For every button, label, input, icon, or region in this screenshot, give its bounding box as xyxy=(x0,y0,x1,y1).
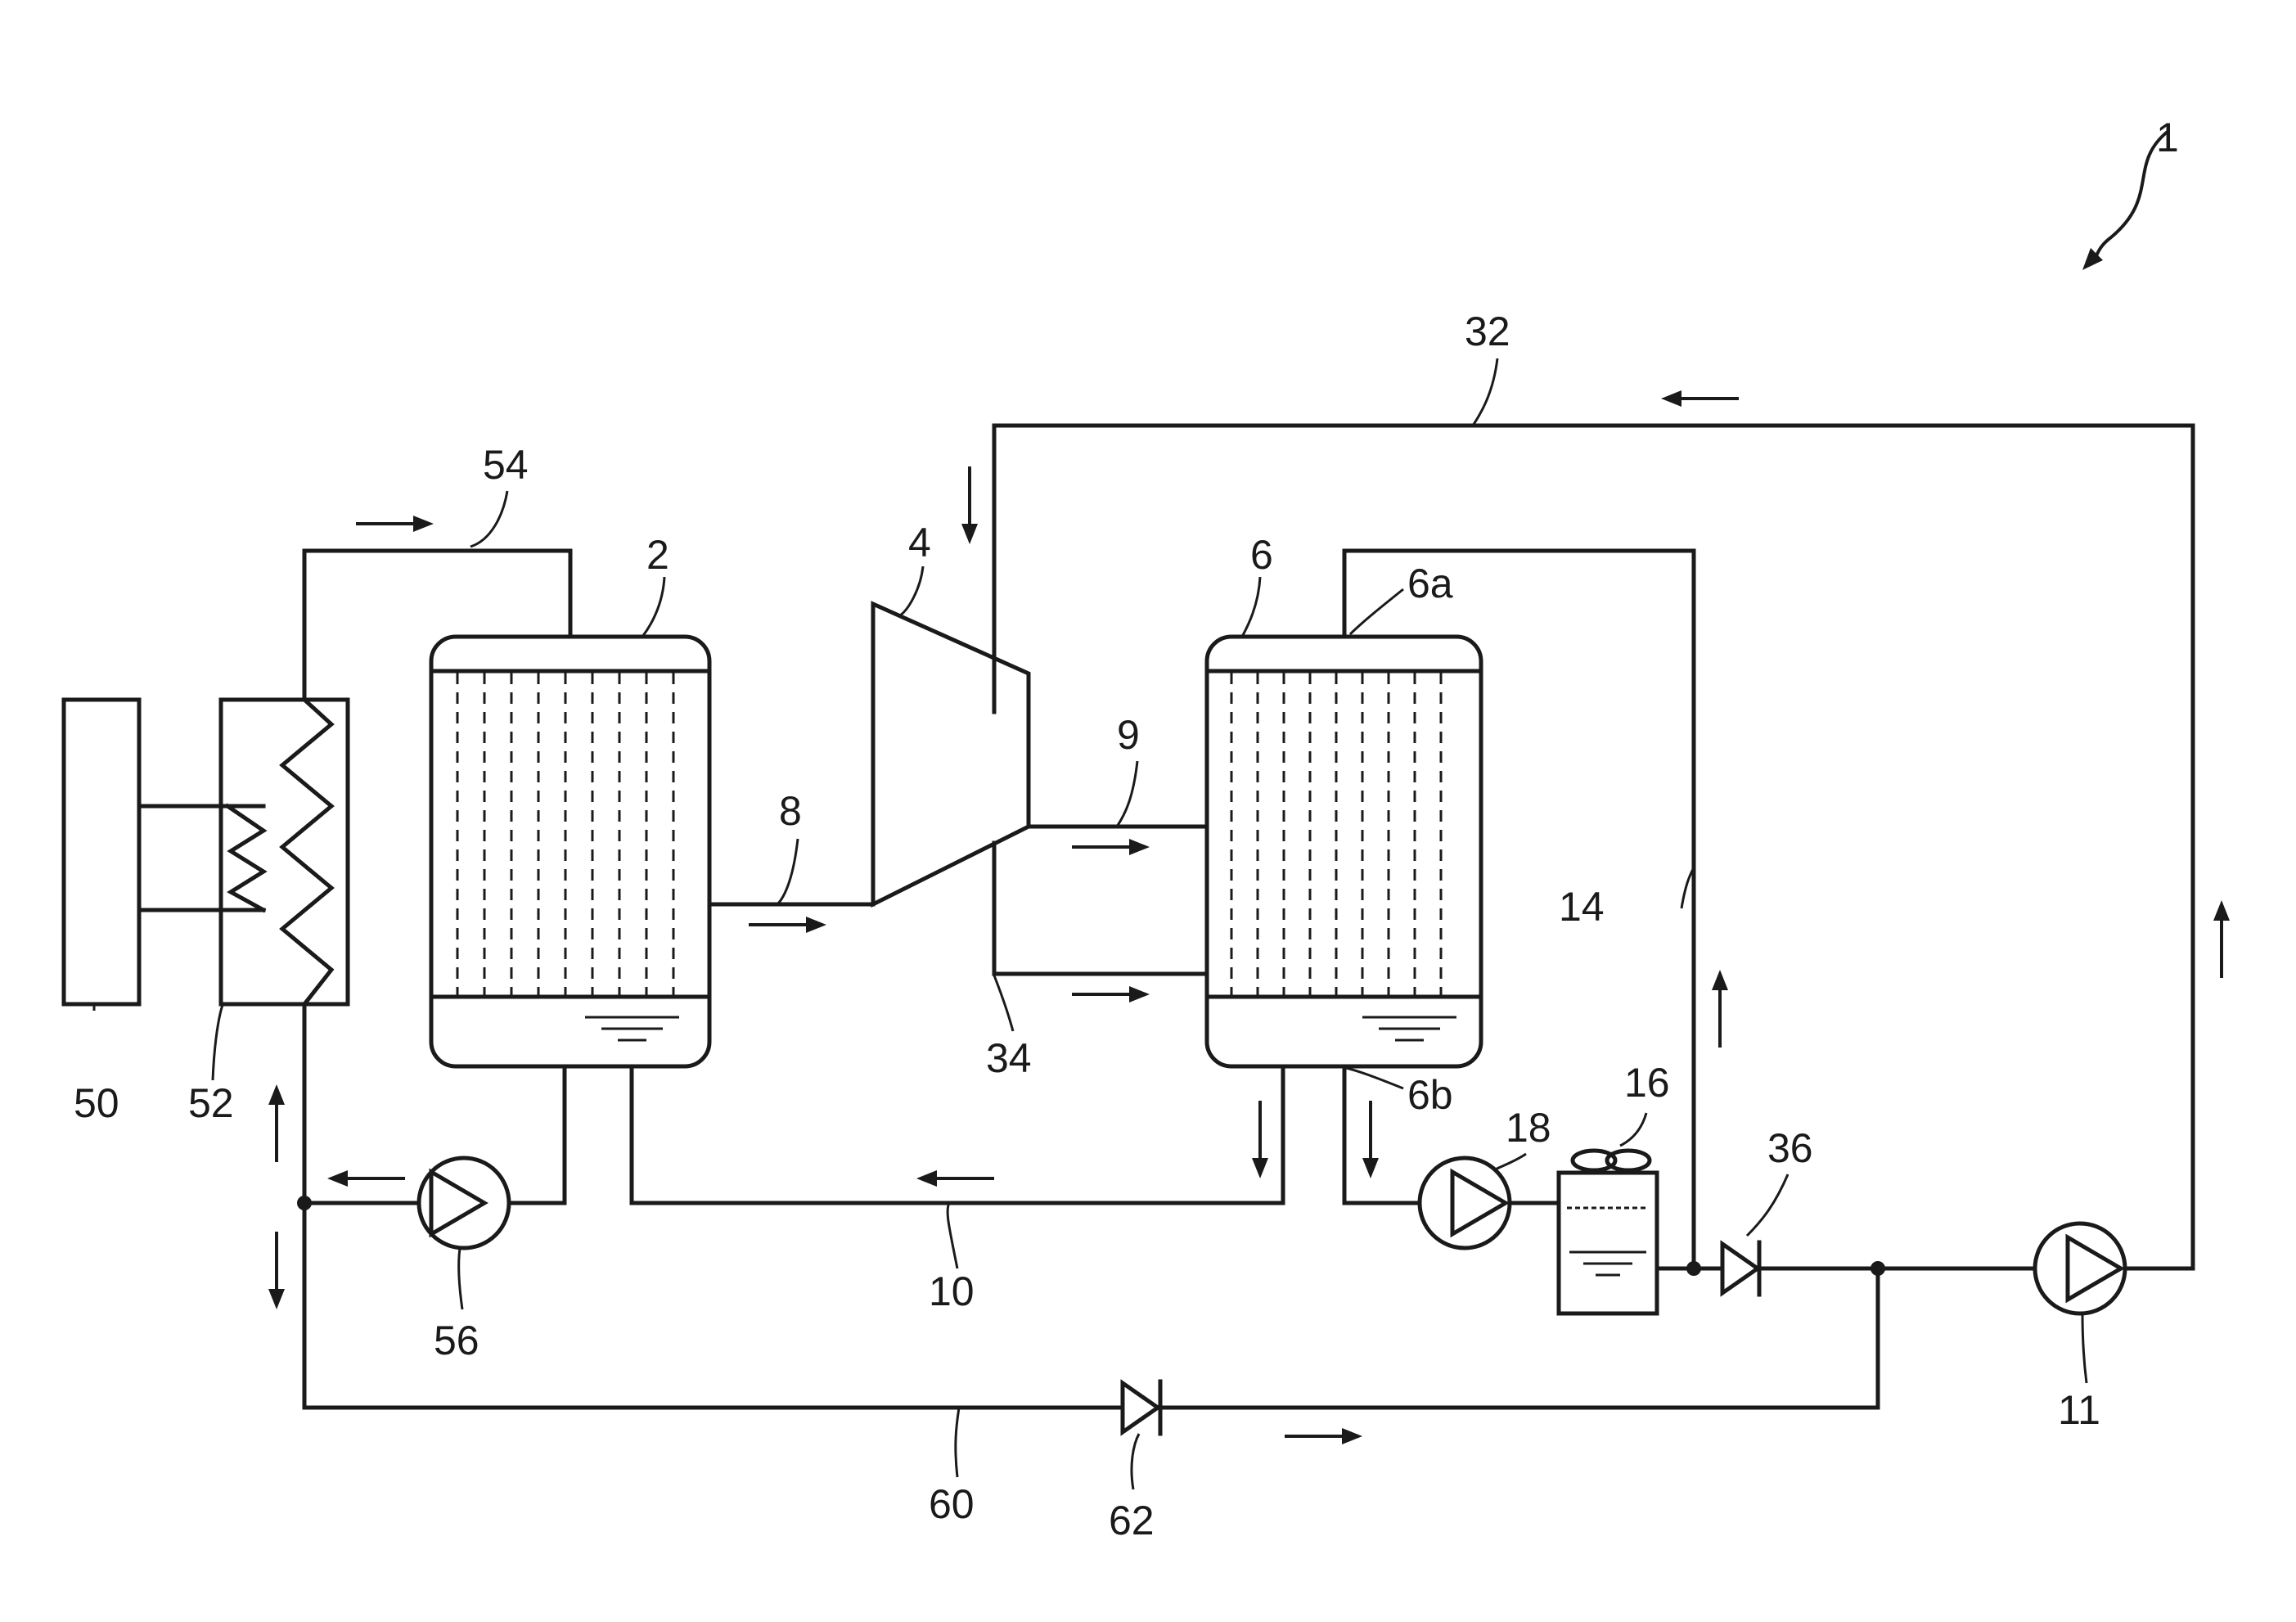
label-62: 62 xyxy=(1109,1498,1155,1543)
label-9: 9 xyxy=(1117,712,1140,758)
heat-exchanger-block xyxy=(221,700,348,1004)
label-6a: 6a xyxy=(1407,561,1453,606)
check-valve-36 xyxy=(1722,1242,1759,1295)
pipe-10 xyxy=(632,1066,1283,1203)
pipe-34 xyxy=(994,843,1207,974)
label-8: 8 xyxy=(779,788,802,834)
label-14: 14 xyxy=(1559,884,1605,930)
turbine xyxy=(873,604,1029,904)
label-6b: 6b xyxy=(1407,1072,1453,1118)
label-32: 32 xyxy=(1465,309,1510,354)
label-52: 52 xyxy=(188,1080,234,1126)
boiler-vessel xyxy=(431,637,709,1066)
label-2: 2 xyxy=(646,532,669,578)
tank-16 xyxy=(1559,1151,1657,1313)
label-4: 4 xyxy=(908,520,931,565)
pump-18 xyxy=(1420,1158,1510,1248)
heat-source-block xyxy=(64,700,139,1004)
label-56: 56 xyxy=(434,1318,479,1363)
ref-1-label: 1 xyxy=(2156,115,2179,160)
label-50: 50 xyxy=(74,1080,119,1126)
pump-56 xyxy=(419,1158,509,1248)
label-10: 10 xyxy=(929,1268,975,1314)
check-valve-62 xyxy=(1123,1381,1160,1434)
label-11: 11 xyxy=(2058,1387,2100,1433)
label-60: 60 xyxy=(929,1481,975,1527)
pipe-boiler-to-56 xyxy=(509,1066,565,1203)
leader-lines xyxy=(94,358,2087,1489)
label-6: 6 xyxy=(1250,532,1273,578)
pipe-60-right xyxy=(1160,1268,1878,1408)
label-36: 36 xyxy=(1767,1125,1813,1171)
pump-11 xyxy=(2035,1223,2125,1313)
label-18: 18 xyxy=(1506,1105,1551,1151)
label-16: 16 xyxy=(1624,1060,1670,1106)
label-54: 54 xyxy=(483,442,529,488)
label-34: 34 xyxy=(986,1035,1032,1081)
